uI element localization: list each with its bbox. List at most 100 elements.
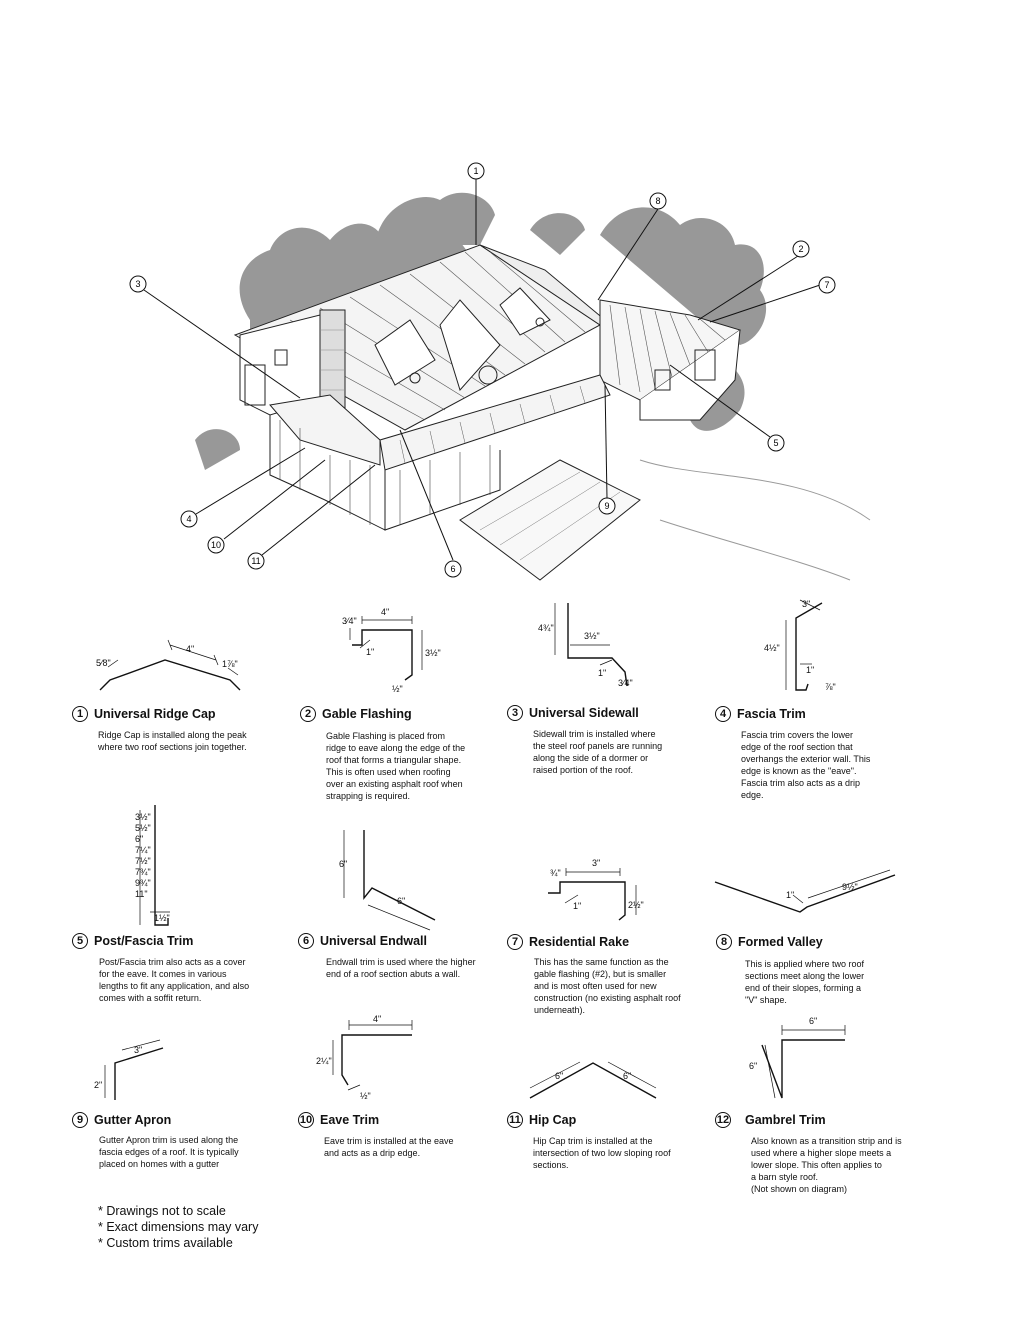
- profile-post-fascia: [154, 805, 169, 926]
- svg-text:8: 8: [655, 196, 660, 206]
- dim-4-c: 1": [806, 665, 814, 675]
- dim-2-b: 3⁄4": [342, 616, 357, 626]
- callout-10: 10: [207, 536, 225, 554]
- trim-title: Post/Fascia Trim: [94, 934, 194, 948]
- trim-title: Gambrel Trim: [745, 1113, 826, 1127]
- svg-text:2: 2: [798, 244, 803, 254]
- svg-text:9: 9: [604, 501, 609, 511]
- dim-9-a: 3": [134, 1045, 142, 1055]
- trim-number: 10: [298, 1112, 314, 1128]
- trim-9-heading: 9 Gutter Apron: [72, 1112, 171, 1128]
- trim-title: Formed Valley: [738, 935, 823, 949]
- trim-2-heading: 2 Gable Flashing: [300, 706, 412, 722]
- trim-number: 7: [507, 934, 523, 950]
- dim-7-d: 2½": [628, 900, 644, 910]
- callout-leaders: [143, 179, 821, 561]
- trim-title: Hip Cap: [529, 1113, 577, 1127]
- dim-9-b: 2": [94, 1080, 102, 1090]
- svg-text:4: 4: [186, 514, 191, 524]
- dim-6-a: 6": [339, 859, 347, 869]
- dim-5-h: 11": [135, 889, 148, 899]
- dimension-lines: [104, 599, 891, 1099]
- dim-2-d: 3½": [425, 648, 441, 658]
- dim-8-a: 1": [786, 890, 794, 900]
- footnote: * Drawings not to scale: [98, 1204, 226, 1218]
- svg-text:7: 7: [824, 280, 829, 290]
- trim-number: 9: [72, 1112, 88, 1128]
- trim-3-heading: 3 Universal Sidewall: [507, 705, 639, 721]
- dim-6-b: 6": [397, 896, 405, 906]
- profile-gambrel: [761, 1039, 845, 1099]
- trim-number: 1: [72, 706, 88, 722]
- profile-eave-trim: [341, 1034, 412, 1086]
- trim-12-heading: 12 Gambrel Trim: [715, 1112, 826, 1128]
- dim-2-a: 4": [381, 607, 389, 617]
- dim-5-c: 6": [135, 834, 143, 844]
- house-callouts: 1 8 2 3 7 5 9 4 10 11 6: [129, 162, 836, 578]
- dim-7-c: 1": [573, 901, 581, 911]
- trim-number: 4: [715, 706, 731, 722]
- dim-12-b: 6": [749, 1061, 757, 1071]
- dim-5-d: 7¼": [135, 845, 151, 855]
- profile-rake: [548, 881, 626, 921]
- trim-title: Residential Rake: [529, 935, 630, 949]
- house-drawing: [195, 192, 871, 581]
- trim-title: Universal Endwall: [320, 934, 427, 948]
- dim-7-a: 3": [592, 858, 600, 868]
- dimension-labels: 4" 5⁄8" 1⅞" 4" 3⁄4" 1" 3½" ½" 4¾" 3½" 1"…: [94, 599, 858, 1101]
- dim-5-e: 7½": [135, 856, 151, 866]
- trim-title: Universal Ridge Cap: [94, 707, 216, 721]
- profile-lines: [99, 602, 896, 1100]
- trim-number: 2: [300, 706, 316, 722]
- profile-endwall: [363, 830, 436, 921]
- trim-5-heading: 5 Post/Fascia Trim: [72, 933, 193, 949]
- svg-text:6: 6: [450, 564, 455, 574]
- trim-8-heading: 8 Formed Valley: [716, 934, 823, 950]
- callout-7: 7: [818, 276, 836, 294]
- callout-3: 3: [129, 275, 147, 293]
- svg-text:5: 5: [773, 438, 778, 448]
- dim-2-c: 1": [366, 647, 374, 657]
- trim-number: 11: [507, 1112, 523, 1128]
- trim-1-heading: 1 Universal Ridge Cap: [72, 706, 216, 722]
- footnote: * Exact dimensions may vary: [98, 1220, 259, 1234]
- profile-valley: [714, 874, 896, 913]
- dim-11-b: 6": [623, 1071, 631, 1081]
- svg-text:10: 10: [211, 540, 221, 550]
- dim-11-a: 6": [555, 1071, 563, 1081]
- trim-title: Eave Trim: [320, 1113, 380, 1127]
- trim-7-heading: 7 Residential Rake: [507, 934, 629, 950]
- trim-number: 8: [716, 934, 732, 950]
- trim-6-heading: 6 Universal Endwall: [298, 933, 427, 949]
- trim-10-heading: 10 Eave Trim: [298, 1112, 379, 1128]
- trim-title: Universal Sidewall: [529, 706, 639, 720]
- dim-3-d: 3⁄4": [618, 678, 633, 688]
- profile-gable-flashing: [352, 629, 413, 681]
- callout-8: 8: [649, 192, 667, 210]
- dim-5-a: 3½": [135, 812, 151, 822]
- callout-1: 1: [467, 162, 485, 180]
- profile-hip-cap: [529, 1062, 657, 1099]
- dim-10-a: 4": [373, 1014, 381, 1024]
- callout-9: 9: [598, 497, 616, 515]
- dim-5-g: 9¾": [135, 878, 151, 888]
- dim-5-i: 1½": [154, 913, 170, 923]
- dim-1-c: 1⅞": [222, 659, 238, 669]
- trim-title: Gable Flashing: [322, 707, 412, 721]
- dim-5-b: 5½": [135, 823, 151, 833]
- dim-10-c: ½": [360, 1091, 371, 1101]
- dim-1-b: 5⁄8": [96, 658, 111, 668]
- svg-text:11: 11: [251, 556, 260, 566]
- trim-4-heading: 4 Fascia Trim: [715, 706, 806, 722]
- footnotes: * Drawings not to scale * Exact dimensio…: [98, 1203, 258, 1251]
